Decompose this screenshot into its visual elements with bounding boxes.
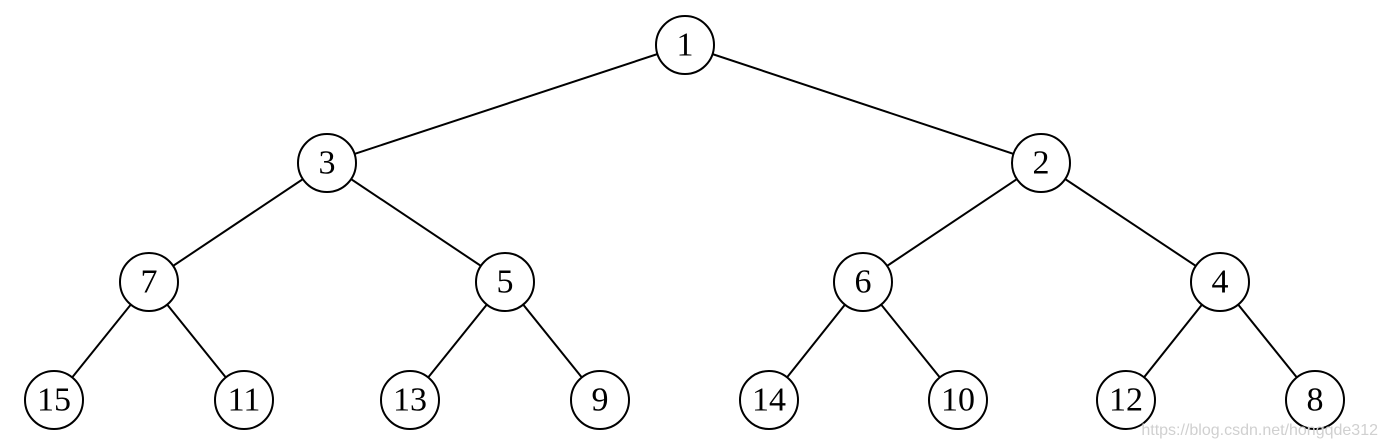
watermark-text: https://blog.csdn.net/hongqde312 [1141,422,1378,439]
tree-node-circle [739,370,799,430]
tree-edge [862,162,1042,283]
tree-edge [684,44,1042,164]
tree-node: 10 [928,370,988,430]
tree-node-label: 12 [1109,382,1143,419]
tree-node: 11 [214,370,274,430]
tree-node: 7 [119,252,179,312]
tree-node-label: 15 [37,382,71,419]
tree-node: 13 [380,370,440,430]
tree-node-circle [475,252,535,312]
tree-node-label: 11 [228,382,261,419]
tree-node-circle [1190,252,1250,312]
tree-node-circle [570,370,630,430]
tree-node-circle [1096,370,1156,430]
tree-node-circle [1011,133,1071,193]
tree-node: 9 [570,370,630,430]
tree-node: 8 [1285,370,1345,430]
tree-node-label: 9 [592,382,609,419]
tree-edge [148,162,328,283]
tree-edge [1040,162,1221,283]
tree-edge [326,44,686,164]
tree-node-label: 8 [1307,382,1324,419]
tree-node-circle [119,252,179,312]
tree-node: 1 [655,15,715,75]
tree-edges [53,44,1316,401]
tree-node: 3 [297,133,357,193]
tree-node-label: 10 [941,382,975,419]
tree-node-circle [928,370,988,430]
tree-node: 4 [1190,252,1250,312]
tree-node: 2 [1011,133,1071,193]
tree-node-circle [655,15,715,75]
tree-node-circle [833,252,893,312]
tree-node-circle [214,370,274,430]
tree-node-circle [380,370,440,430]
tree-node: 5 [475,252,535,312]
tree-node-label: 5 [497,264,514,301]
tree-node: 14 [739,370,799,430]
tree-node-label: 7 [141,264,158,301]
tree-node-circle [297,133,357,193]
tree-node-label: 6 [855,264,872,301]
tree-node-label: 3 [319,145,336,182]
tree-node-circle [24,370,84,430]
tree-node-label: 1 [677,27,694,64]
tree-node: 15 [24,370,84,430]
tree-node-circle [1285,370,1345,430]
tree-node-label: 4 [1212,264,1229,301]
tree-node: 6 [833,252,893,312]
tree-node-label: 14 [752,382,786,419]
tree-edge [326,162,506,283]
tree-node-label: 13 [393,382,427,419]
tree-node-label: 2 [1033,145,1050,182]
tree-node: 12 [1096,370,1156,430]
